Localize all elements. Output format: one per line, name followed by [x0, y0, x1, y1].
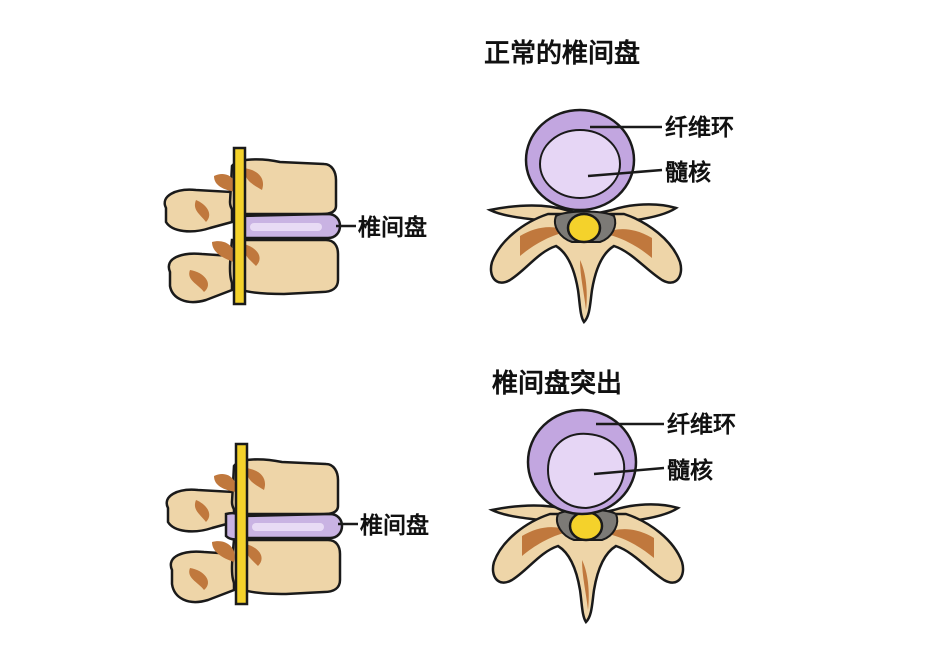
nucleus-label: 髓核: [665, 159, 711, 186]
bone-shading: [243, 244, 260, 266]
annulus-label: 纤维环: [665, 114, 734, 141]
normal-side-view: [163, 146, 356, 306]
spinal-cord-cross-section: [568, 510, 604, 542]
nucleus-pointer-line: [587, 168, 663, 178]
annulus-label: 纤维环: [667, 411, 736, 438]
bone-shading: [245, 544, 262, 566]
bone-shading: [194, 500, 210, 522]
nucleus-label: 髓核: [667, 457, 713, 484]
herniated-side-view: [165, 442, 358, 606]
bone-shading: [608, 529, 654, 558]
bone-shading: [580, 260, 587, 310]
side-disc-label: 椎间盘: [360, 512, 429, 539]
panel-title-normal: 正常的椎间盘: [484, 38, 640, 69]
bone-shading: [212, 241, 235, 262]
spinal-cord: [234, 442, 249, 606]
nucleus-pulposus: [546, 432, 626, 510]
disc-highlight: [250, 223, 322, 231]
spinal-cord-cross-section: [566, 212, 602, 244]
bone-shading: [194, 200, 210, 222]
bone-shading: [244, 168, 264, 190]
nucleus-pulposus: [539, 129, 621, 199]
bone-shading: [212, 541, 235, 562]
spinal-cord: [232, 146, 247, 306]
bone-shading: [522, 527, 568, 556]
panel-title-herniated: 椎间盘突出: [492, 368, 622, 399]
bone-shading: [214, 473, 237, 492]
disc-highlight: [252, 523, 324, 531]
normal-axial-view: [486, 108, 683, 324]
nucleus-pointer-line: [593, 466, 665, 476]
bone-shading: [214, 173, 237, 192]
bone-shading: [520, 227, 566, 256]
bone-shading: [606, 229, 652, 258]
bone-shading: [189, 568, 209, 590]
bone-shading: [189, 270, 209, 292]
side-disc-label: 椎间盘: [358, 214, 427, 241]
bone-shading: [582, 560, 589, 610]
bone-shading: [246, 468, 266, 490]
herniated-axial-view: [488, 408, 685, 624]
